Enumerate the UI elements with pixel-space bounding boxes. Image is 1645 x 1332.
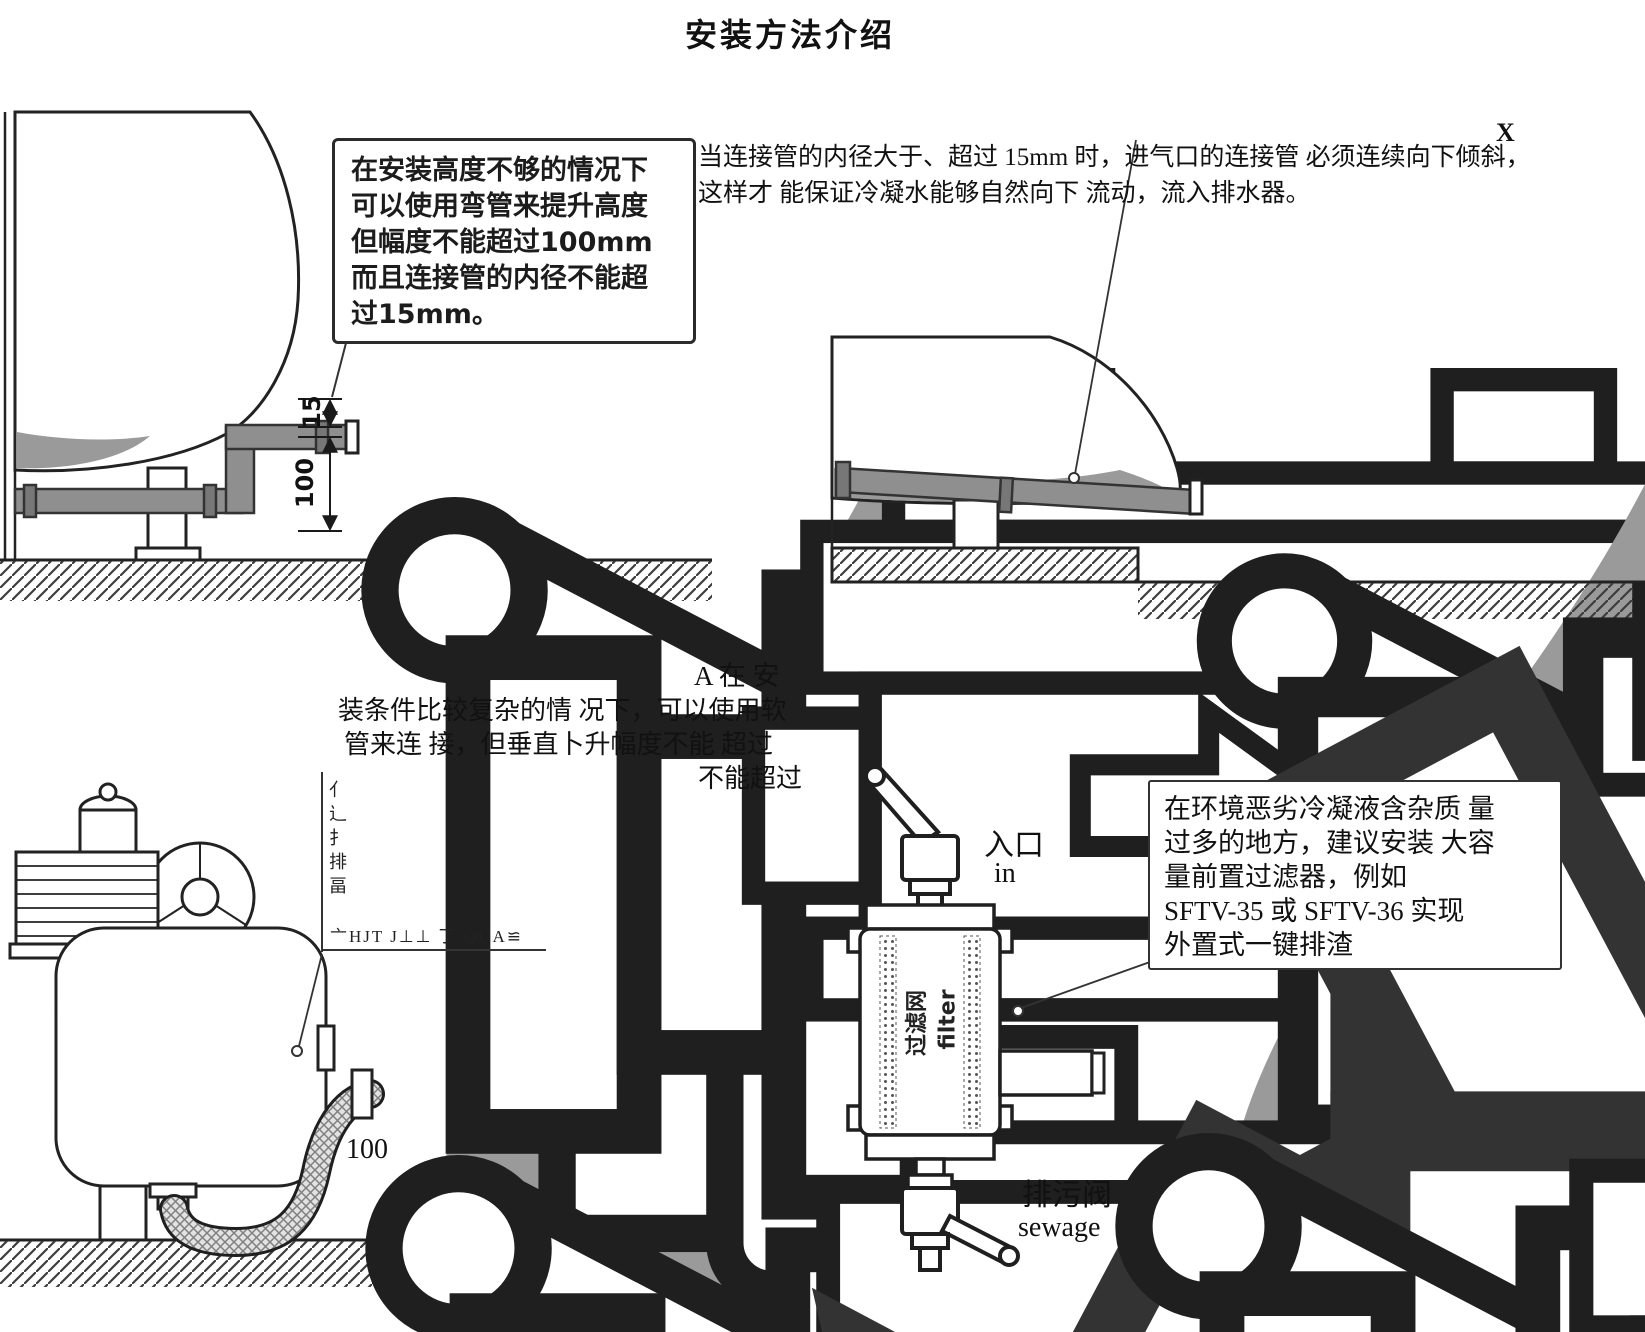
dimension-label-100: 100	[346, 1134, 388, 1165]
hose-note-line: 不能超过	[698, 764, 803, 793]
hose-note-line: 管来连 接，但垂直卜升幅度不能 超过	[344, 730, 774, 759]
leader-dot	[1068, 472, 1080, 484]
pipe-flange	[1188, 478, 1204, 516]
callout-line: 但幅度不能超过100mm	[351, 227, 653, 258]
leader-line	[1020, 961, 1151, 1009]
garbled-text: 亠HJT J⊥⊥ 丁 QUA≌	[330, 927, 524, 946]
slope-instruction-paragraph: 当连接管的内径大于、超过 15mm 时，进气口的连接管 必须连续向下倾斜， 这样…	[698, 140, 1618, 212]
callout-line: SFTV-35 或 SFTV-36 实现	[1164, 896, 1465, 926]
corner-mark-x: X	[1496, 118, 1515, 147]
dimension-label-15: 15	[298, 395, 326, 429]
sewage-label-en: sewage	[1018, 1212, 1101, 1243]
callout-line: 在环境恶劣冷凝液含杂质 量	[1164, 794, 1495, 824]
garbled-text-vertical: 亻辶扌排畐	[327, 780, 347, 900]
callout-line: 外置式一键排渣	[1164, 930, 1353, 960]
callout-line: 过多的地方，建议安装 大容	[1164, 828, 1495, 858]
filter-mesh	[963, 935, 981, 1129]
leader-line	[298, 953, 323, 1047]
leader-line	[1074, 139, 1137, 475]
filter-label-en: filter	[935, 989, 961, 1050]
figure-sloped-installation	[830, 139, 1645, 1332]
dimension-lines	[298, 398, 342, 532]
inlet-label-cn: 入口	[984, 829, 1044, 862]
inlet-label-en: in	[994, 858, 1016, 889]
inlet-valve	[864, 765, 960, 910]
leader-dot	[291, 1045, 303, 1057]
callout-line: 而且连接管的内径不能超	[351, 263, 648, 294]
hose-note-line: 装条件比较复杂的情 况下，可以使用软	[338, 696, 787, 725]
tank-leg	[952, 498, 1000, 550]
callout-line: 量前置过滤器，例如	[1164, 862, 1407, 892]
pipe-flange	[344, 419, 360, 455]
leader-dot	[1012, 1005, 1024, 1017]
figure-elbow-installation	[0, 110, 1645, 1332]
platform-hatch	[830, 546, 1140, 584]
elbow-note-callout: 在安装高度不够的情况下 可以使用弯管来提升高度 但幅度不能超过100mm 而且连…	[332, 138, 696, 344]
dimension-label-100: 100	[291, 457, 319, 509]
paragraph-line: 这样才 能保证冷凝水能够自然向下 流动，流入排水器。	[698, 180, 1311, 207]
outlet-pipe	[998, 1049, 1094, 1097]
callout-line: 过15mm。	[351, 299, 499, 330]
pipe-flange	[1090, 1051, 1106, 1095]
filter-mesh	[879, 935, 897, 1129]
hose-note-line: A 在 安	[694, 661, 780, 691]
filter-label-cn: 过滤网	[905, 990, 930, 1057]
pipe-flange	[350, 1068, 374, 1120]
figure-hose-installation	[0, 772, 1645, 1332]
leader-line	[331, 342, 347, 398]
figure-filter-installation	[670, 588, 1645, 1332]
pipe-flange	[834, 460, 852, 500]
pipe-flange	[997, 476, 1015, 514]
tank-leg	[98, 1184, 148, 1242]
tank-foot	[134, 546, 202, 562]
page-title: 安装方法介绍	[684, 17, 895, 53]
sewage-valve	[900, 1186, 1020, 1272]
paragraph-line: 当连接管的内径大于、超过 15mm 时，进气口的连接管 必须连续向下倾斜，	[698, 144, 1531, 171]
callout-line: 在安装高度不够的情况下	[351, 155, 648, 186]
flexible-hose	[162, 1082, 382, 1255]
sewage-label-cn: 排污阀	[1022, 1179, 1112, 1212]
callout-line: 可以使用弯管来提升高度	[351, 191, 648, 222]
tank-boss	[316, 1024, 336, 1072]
filter-note-callout: 在环境恶劣冷凝液含杂质 量 过多的地方，建议安装 大容 量前置过滤器，例如 SF…	[1148, 780, 1562, 970]
tank	[54, 926, 328, 1188]
tank	[13, 110, 301, 473]
condensate-water	[17, 432, 150, 469]
